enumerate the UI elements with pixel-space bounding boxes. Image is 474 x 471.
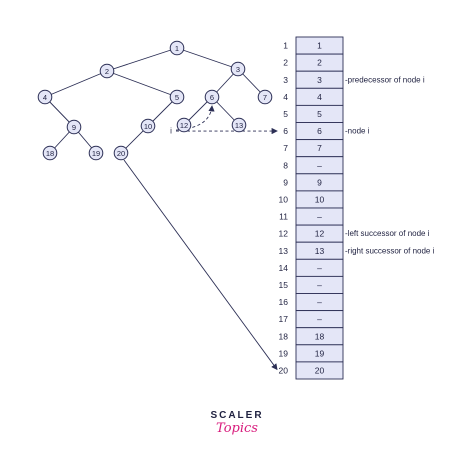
array-index-label: 8 (283, 160, 288, 170)
array-cell-value: 2 (317, 58, 322, 68)
array-cell-value: 3 (317, 75, 322, 85)
array-index-label: 6 (283, 126, 288, 136)
tree-node-12: 12 (176, 117, 192, 133)
array-index-label: 5 (283, 109, 288, 119)
tree-node-label: 20 (117, 149, 125, 158)
tree-node-6: 6 (204, 89, 220, 105)
array-cell-value: – (317, 212, 322, 222)
array-index-label: 19 (279, 348, 289, 358)
array-index-label: 18 (279, 331, 289, 341)
array-cell-value: 7 (317, 143, 322, 153)
tree-node-3: 3 (230, 61, 246, 77)
tree-node-label: 5 (175, 93, 179, 102)
tree-node-13: 13 (231, 117, 247, 133)
array-annotation: -left successor of node i (345, 229, 430, 238)
array-index-label: 20 (279, 365, 289, 375)
tree-node-label: 4 (43, 93, 47, 102)
tree-node-label: 13 (235, 121, 243, 130)
array-cell-value: 4 (317, 92, 322, 102)
tree-node-label: 2 (105, 67, 109, 76)
array-index-label: 12 (279, 229, 289, 239)
tree-node-10: 10 (140, 118, 156, 134)
mapping-arrows (123, 105, 278, 371)
tree-node-label: 9 (72, 123, 76, 132)
tree-node-1: 1 (169, 40, 185, 56)
array-annotation: -right successor of node i (345, 246, 435, 255)
array-index-label: 14 (279, 263, 289, 273)
array-cell-value: – (317, 314, 322, 324)
tree-node-20: 20 (113, 145, 129, 161)
array-index-label: 17 (279, 314, 289, 324)
tree-node-label: 10 (144, 122, 152, 131)
tree-node-label: 1 (175, 44, 179, 53)
tree-node-label: 19 (92, 149, 100, 158)
tree-node-9: 9 (66, 119, 82, 135)
tree-edge-2-4 (44, 70, 108, 98)
array-cell-value: 19 (315, 348, 325, 358)
logo-wordmark-bottom: Topics (216, 421, 258, 436)
array-index-label: 2 (283, 58, 288, 68)
logo-wordmark-top: SCALER (210, 410, 264, 421)
array-index-label: 1 (283, 41, 288, 51)
array-cell-value: 1 (317, 41, 322, 51)
array-cell-value: – (317, 297, 322, 307)
tree-node-7: 7 (257, 89, 273, 105)
array-index-label: 7 (283, 143, 288, 153)
tree-node-18: 18 (42, 145, 58, 161)
tree-node-4: 4 (37, 89, 53, 105)
tree-node-5: 5 (169, 89, 185, 105)
tree-node-2: 2 (99, 63, 115, 79)
array-index-label: 10 (279, 194, 289, 204)
tree-edge-1-2 (106, 47, 178, 72)
scaler-topics-logo: SCALER Topics (0, 410, 474, 436)
tree-node-19: 19 (88, 145, 104, 161)
tree-edge-1-3 (176, 47, 239, 70)
arrow-node-20-to-index-20 (123, 159, 278, 371)
array-index-label: 16 (279, 297, 289, 307)
tree-node-label: 6 (210, 93, 214, 102)
array-cell-value: 9 (317, 177, 322, 187)
array-cell-value: 10 (315, 194, 325, 204)
array-cell-20 (295, 361, 344, 380)
array-annotation: -predecessor of node i (345, 75, 425, 84)
array-index-label: 15 (279, 280, 289, 290)
array-annotation: -node i (345, 127, 370, 136)
tree-node-label: 12 (180, 121, 188, 130)
array-cell-value: 18 (315, 331, 325, 341)
array-cell-value: 5 (317, 109, 322, 119)
tree-edges (44, 47, 266, 154)
array-index-label: 4 (283, 92, 288, 102)
array-cell-value: 6 (317, 126, 322, 136)
pointer-label-i: i (170, 127, 172, 136)
tree-node-label: 18 (46, 149, 54, 158)
array-index-label: 9 (283, 177, 288, 187)
array-cell-value: 13 (315, 246, 325, 256)
array-cell-value: – (317, 280, 322, 290)
arrow-i-to-node-6 (175, 105, 215, 131)
tree-node-label: 7 (263, 93, 267, 102)
array-cell-value: – (317, 263, 322, 273)
array-index-label: 3 (283, 75, 288, 85)
array-index-label: 11 (279, 212, 288, 222)
array-cell-value: 12 (315, 229, 325, 239)
tree-node-label: 3 (236, 65, 240, 74)
array-cell-value: 20 (315, 365, 325, 375)
array-cell-value: – (317, 160, 322, 170)
tree-edge-2-5 (106, 70, 178, 98)
array-index-label: 13 (279, 246, 289, 256)
